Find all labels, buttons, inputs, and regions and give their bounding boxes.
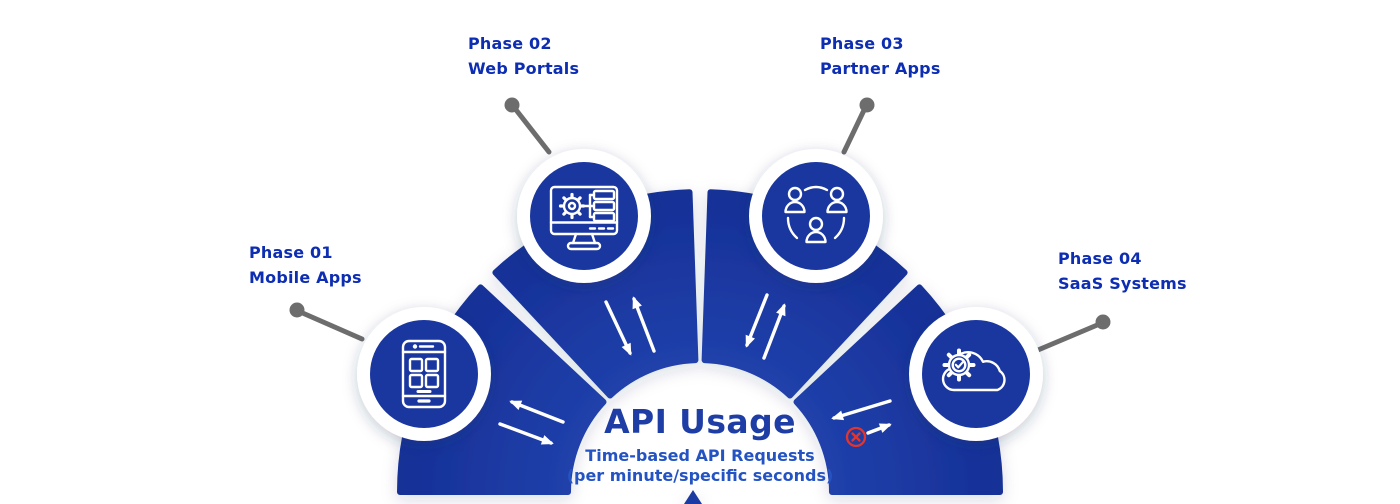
monitor-settings-icon — [549, 185, 619, 251]
node-disc — [762, 162, 870, 270]
phase-03-text: Phase 03 — [820, 34, 904, 53]
node-web — [517, 149, 651, 283]
connector-line-partner — [841, 103, 869, 155]
phase-04-text: Phase 04 — [1058, 249, 1142, 268]
phase-01-name: Mobile Apps — [249, 268, 362, 287]
connector-dot-web — [504, 97, 520, 113]
bottom-pointer-triangle — [684, 490, 702, 504]
arrow-mobile-out — [509, 400, 565, 424]
node-disc — [922, 320, 1030, 428]
label-phase-02: Phase 02 Web Portals — [468, 31, 579, 81]
cloud-settings-icon — [941, 348, 1006, 392]
connector-line-web — [510, 103, 552, 155]
arrow-web-out — [632, 296, 656, 353]
phase-01-text: Phase 01 — [249, 243, 333, 262]
arrow-saas-response — [831, 399, 892, 421]
diagram-title: API Usage — [604, 402, 796, 441]
connector-line-mobile — [295, 308, 365, 342]
phase-02-name: Web Portals — [468, 59, 580, 78]
arrow-web-in — [604, 300, 632, 356]
node-disc — [370, 320, 478, 428]
arrow-mobile-in — [498, 422, 554, 445]
smartphone-icon — [401, 339, 447, 409]
node-partner — [749, 149, 883, 283]
node-mobile — [357, 307, 491, 441]
blocked-request-icon — [845, 426, 867, 448]
connector-pins — [289, 97, 1111, 353]
label-phase-03: Phase 03 Partner Apps — [820, 31, 941, 81]
phase-03-name: Partner Apps — [820, 59, 941, 78]
connector-dot-partner — [859, 97, 875, 113]
phase-02-text: Phase 02 — [468, 34, 552, 53]
arrow-saas-blocked-request — [866, 423, 892, 435]
connector-dot-mobile — [289, 302, 305, 318]
flow-arrows — [498, 293, 892, 448]
node-saas — [909, 307, 1043, 441]
node-disc — [530, 162, 638, 270]
arrow-partner-in — [745, 293, 769, 348]
arrow-partner-out — [762, 303, 786, 360]
connector-dot-saas — [1095, 314, 1111, 330]
phase-04-name: SaaS Systems — [1058, 274, 1187, 293]
diagram-subtitle-line2: (per minute/specific seconds) — [566, 466, 834, 485]
diagram-title-block: API Usage Time-based API Requests (per m… — [550, 402, 850, 486]
label-phase-04: Phase 04 SaaS Systems — [1058, 246, 1187, 296]
connector-line-saas — [1035, 320, 1105, 353]
label-phase-01: Phase 01 Mobile Apps — [249, 240, 362, 290]
diagram-subtitle-line1: Time-based API Requests — [585, 446, 815, 465]
team-network-icon — [784, 185, 848, 244]
